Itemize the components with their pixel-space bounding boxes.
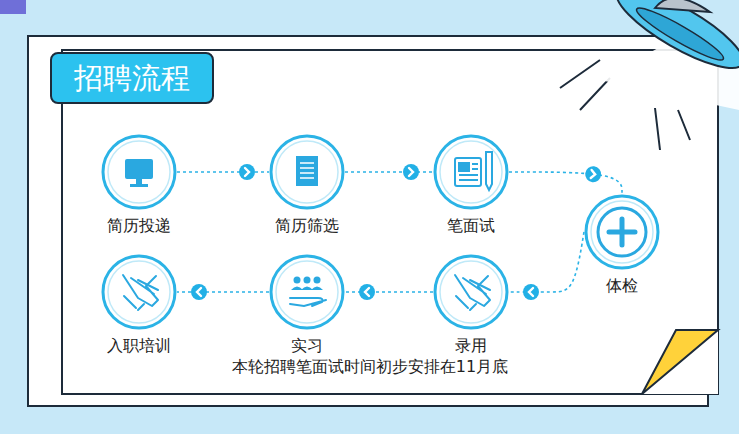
monitor-icon: [125, 159, 153, 187]
step-label: 体检: [554, 276, 690, 297]
corner-cut: [642, 330, 718, 394]
arrow-head: [239, 164, 255, 180]
dashed-line: [177, 291, 269, 293]
process-step: 入职培训: [101, 254, 177, 357]
dashed-line: [345, 171, 433, 173]
title-tab: 招聘流程: [50, 52, 214, 104]
step-label: 笔面试: [403, 216, 539, 237]
step-circle: [269, 254, 345, 330]
arrow-head: [191, 284, 207, 300]
circle-outline: [269, 254, 345, 330]
dashed-line: [509, 172, 622, 194]
process-step: 体检: [584, 194, 660, 297]
circle-outline: [101, 254, 177, 330]
flow-connector: [177, 164, 269, 180]
step-label: 简历投递: [71, 216, 207, 237]
flow-connector: [177, 284, 269, 300]
step-circle: [101, 254, 177, 330]
circle-outline: [433, 134, 509, 210]
step-circle: [433, 134, 509, 210]
flow-connector: [345, 284, 433, 300]
medical-cross-icon: [598, 208, 646, 256]
folded-corner: [642, 330, 718, 394]
ufo: [560, 0, 739, 150]
process-step: 简历投递: [101, 134, 177, 237]
dashed-line: [345, 291, 433, 293]
circle-outline: [584, 194, 660, 270]
flow-connector: [345, 164, 433, 180]
arrow-head: [403, 164, 419, 180]
arrow-head: [523, 284, 539, 300]
handshake-icon: [123, 275, 158, 310]
dashed-line: [177, 171, 269, 173]
document-icon: [296, 156, 318, 186]
circle-outline: [269, 134, 345, 210]
handshake-icon: [455, 275, 490, 310]
process-step: 录用: [433, 254, 509, 357]
team-icon: [290, 277, 326, 307]
step-label: 入职培训: [71, 336, 207, 357]
dashed-line: [509, 232, 584, 292]
step-label: 录用: [403, 336, 539, 357]
process-step: 实习: [269, 254, 345, 357]
corner-decoration: [0, 0, 26, 14]
flow-connector: [509, 232, 584, 300]
circle-outline: [101, 134, 177, 210]
newspaper-icon: [455, 152, 492, 190]
step-circle: [433, 254, 509, 330]
caption: 本轮招聘笔面试时间初步安排在11月底: [62, 357, 678, 378]
step-circle: [101, 134, 177, 210]
step-label: 简历筛选: [239, 216, 375, 237]
circle-outline: [433, 254, 509, 330]
flow-connector: [509, 165, 622, 194]
process-step: 笔面试: [433, 134, 509, 237]
step-label: 实习: [239, 336, 375, 357]
arrow-head: [359, 284, 375, 300]
step-circle: [269, 134, 345, 210]
process-step: 简历筛选: [269, 134, 345, 237]
arrow-head: [584, 165, 602, 183]
step-circle: [584, 194, 660, 270]
